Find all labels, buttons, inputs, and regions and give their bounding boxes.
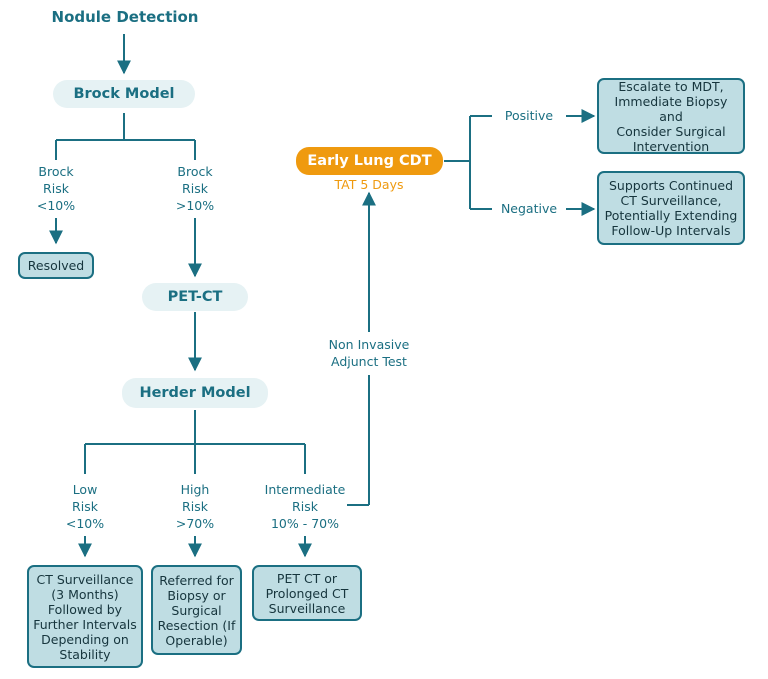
cdt-tat-label: TAT 5 Days <box>334 177 404 192</box>
early-lung-cdt-node: Early Lung CDT <box>296 147 443 175</box>
herder-model-node: Herder Model <box>122 378 268 408</box>
pet-ct-node: PET-CT <box>142 283 248 311</box>
resolved-box: Resolved <box>18 252 94 279</box>
ct-surveillance-box: CT Surveillance(3 Months)Followed by Fur… <box>27 565 143 668</box>
negative-label: Negative <box>500 201 558 216</box>
chart-title: Nodule Detection <box>51 8 199 26</box>
brock-model-node: Brock Model <box>53 80 195 108</box>
positive-outcome-box: Escalate to MDT,Immediate Biopsy and Con… <box>597 78 745 154</box>
positive-label: Positive <box>504 108 554 123</box>
